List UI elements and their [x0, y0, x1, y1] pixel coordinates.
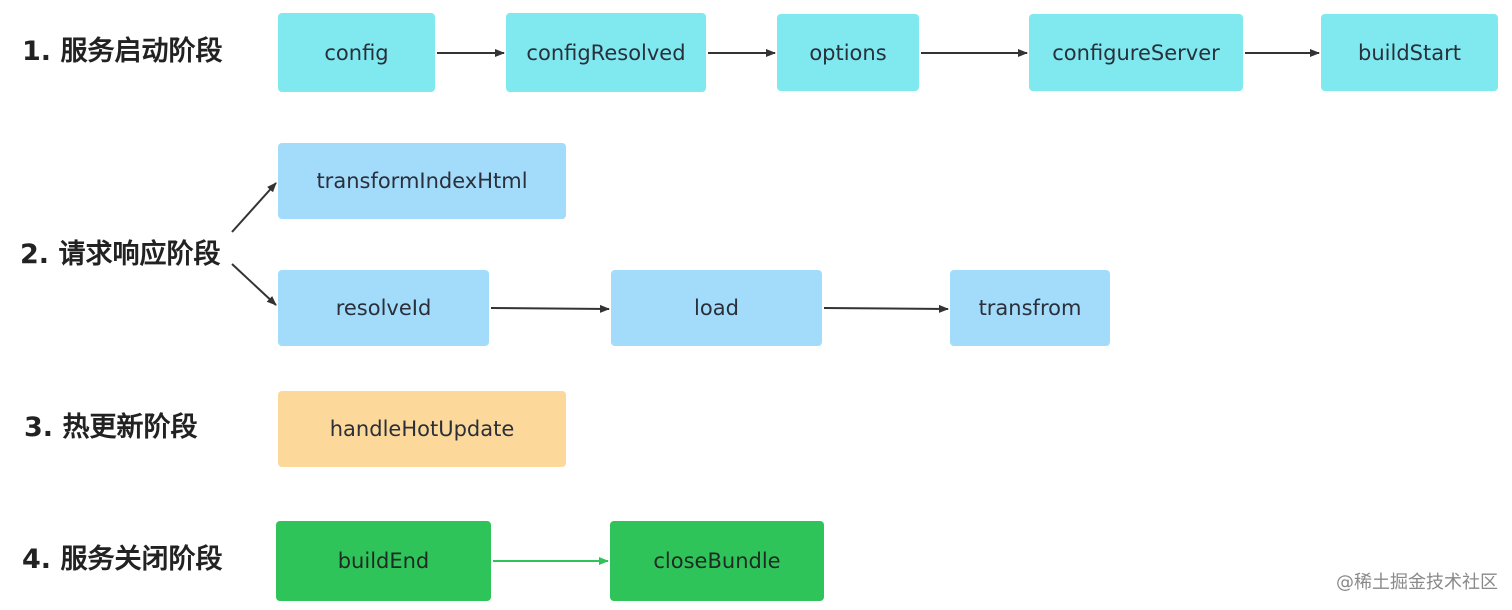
- arrow-resolve-id-to-load: [490, 304, 610, 313]
- node-build-start: buildStart: [1321, 14, 1498, 91]
- arrow-request-to-transform-index-html: [231, 182, 277, 233]
- node-config: config: [278, 13, 435, 92]
- phase-label-hot-update: 3. 热更新阶段: [24, 412, 198, 443]
- node-transform-index-html: transformIndexHtml: [278, 143, 566, 219]
- node-options: options: [777, 14, 919, 91]
- node-close-bundle: closeBundle: [610, 521, 824, 601]
- watermark: @稀土掘金技术社区: [1336, 572, 1498, 593]
- phase-label-shutdown: 4. 服务关闭阶段: [22, 544, 223, 575]
- arrow-load-to-transfrom: [823, 304, 949, 313]
- node-configure-server: configureServer: [1029, 14, 1243, 91]
- node-build-end: buildEnd: [276, 521, 491, 601]
- node-load: load: [611, 270, 822, 346]
- node-resolve-id: resolveId: [278, 270, 489, 346]
- phase-label-startup: 1. 服务启动阶段: [22, 36, 223, 67]
- phase-label-request: 2. 请求响应阶段: [20, 239, 221, 270]
- arrow-request-to-resolve-id: [231, 263, 277, 306]
- node-config-resolved: configResolved: [506, 13, 706, 92]
- node-transfrom: transfrom: [950, 270, 1110, 346]
- node-handle-hot-update: handleHotUpdate: [278, 391, 566, 467]
